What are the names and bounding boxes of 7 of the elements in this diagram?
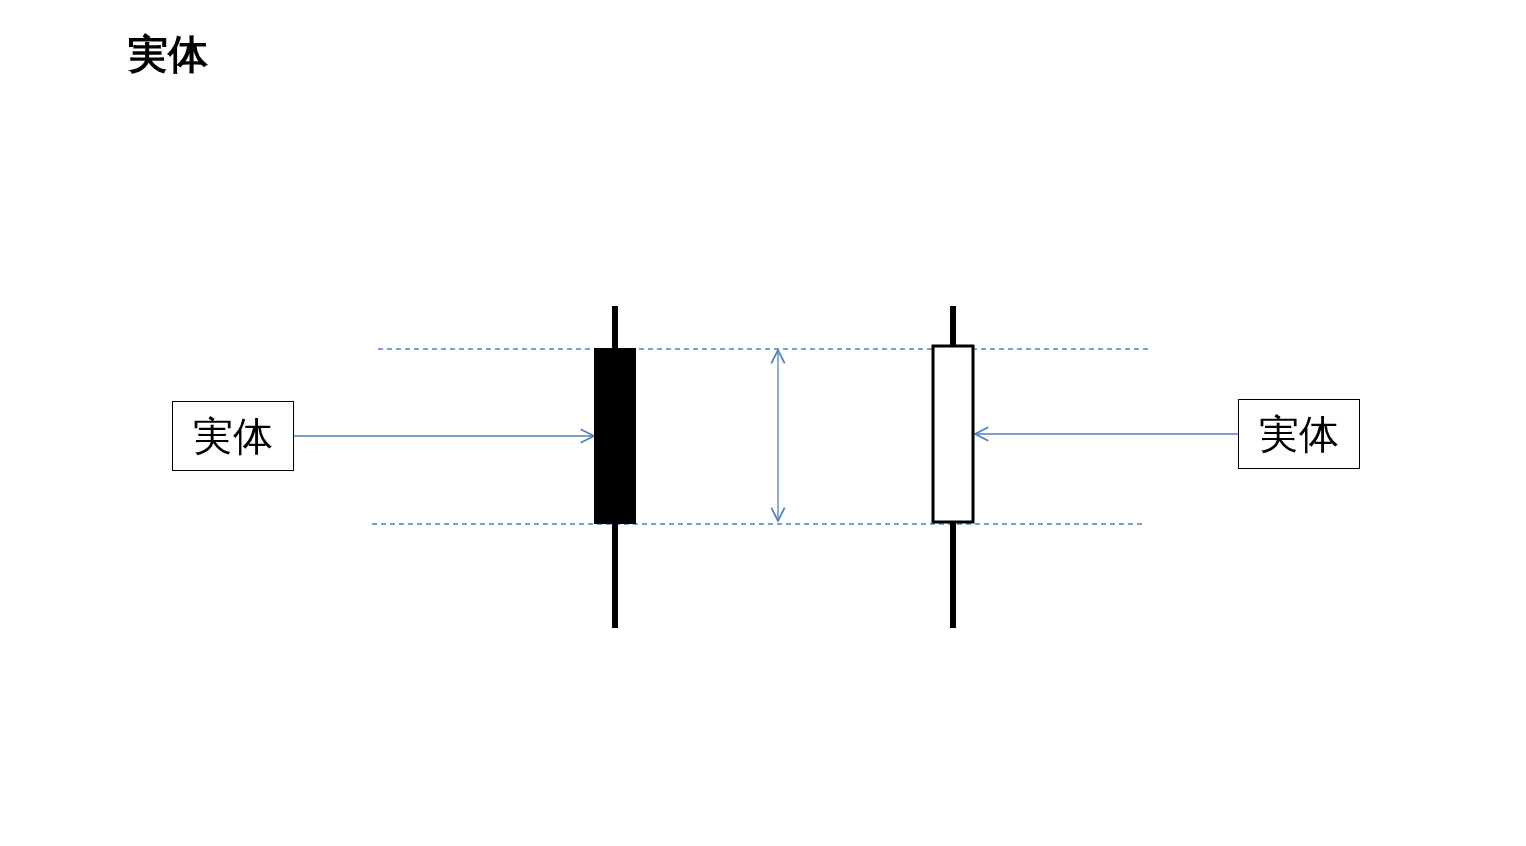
label-box: 実体	[172, 401, 294, 471]
candlestick	[594, 306, 636, 628]
candlestick	[931, 306, 975, 628]
label-box: 実体	[1238, 399, 1360, 469]
arrow	[974, 426, 1239, 442]
arrow	[293, 428, 595, 444]
title: 実体	[128, 34, 208, 74]
